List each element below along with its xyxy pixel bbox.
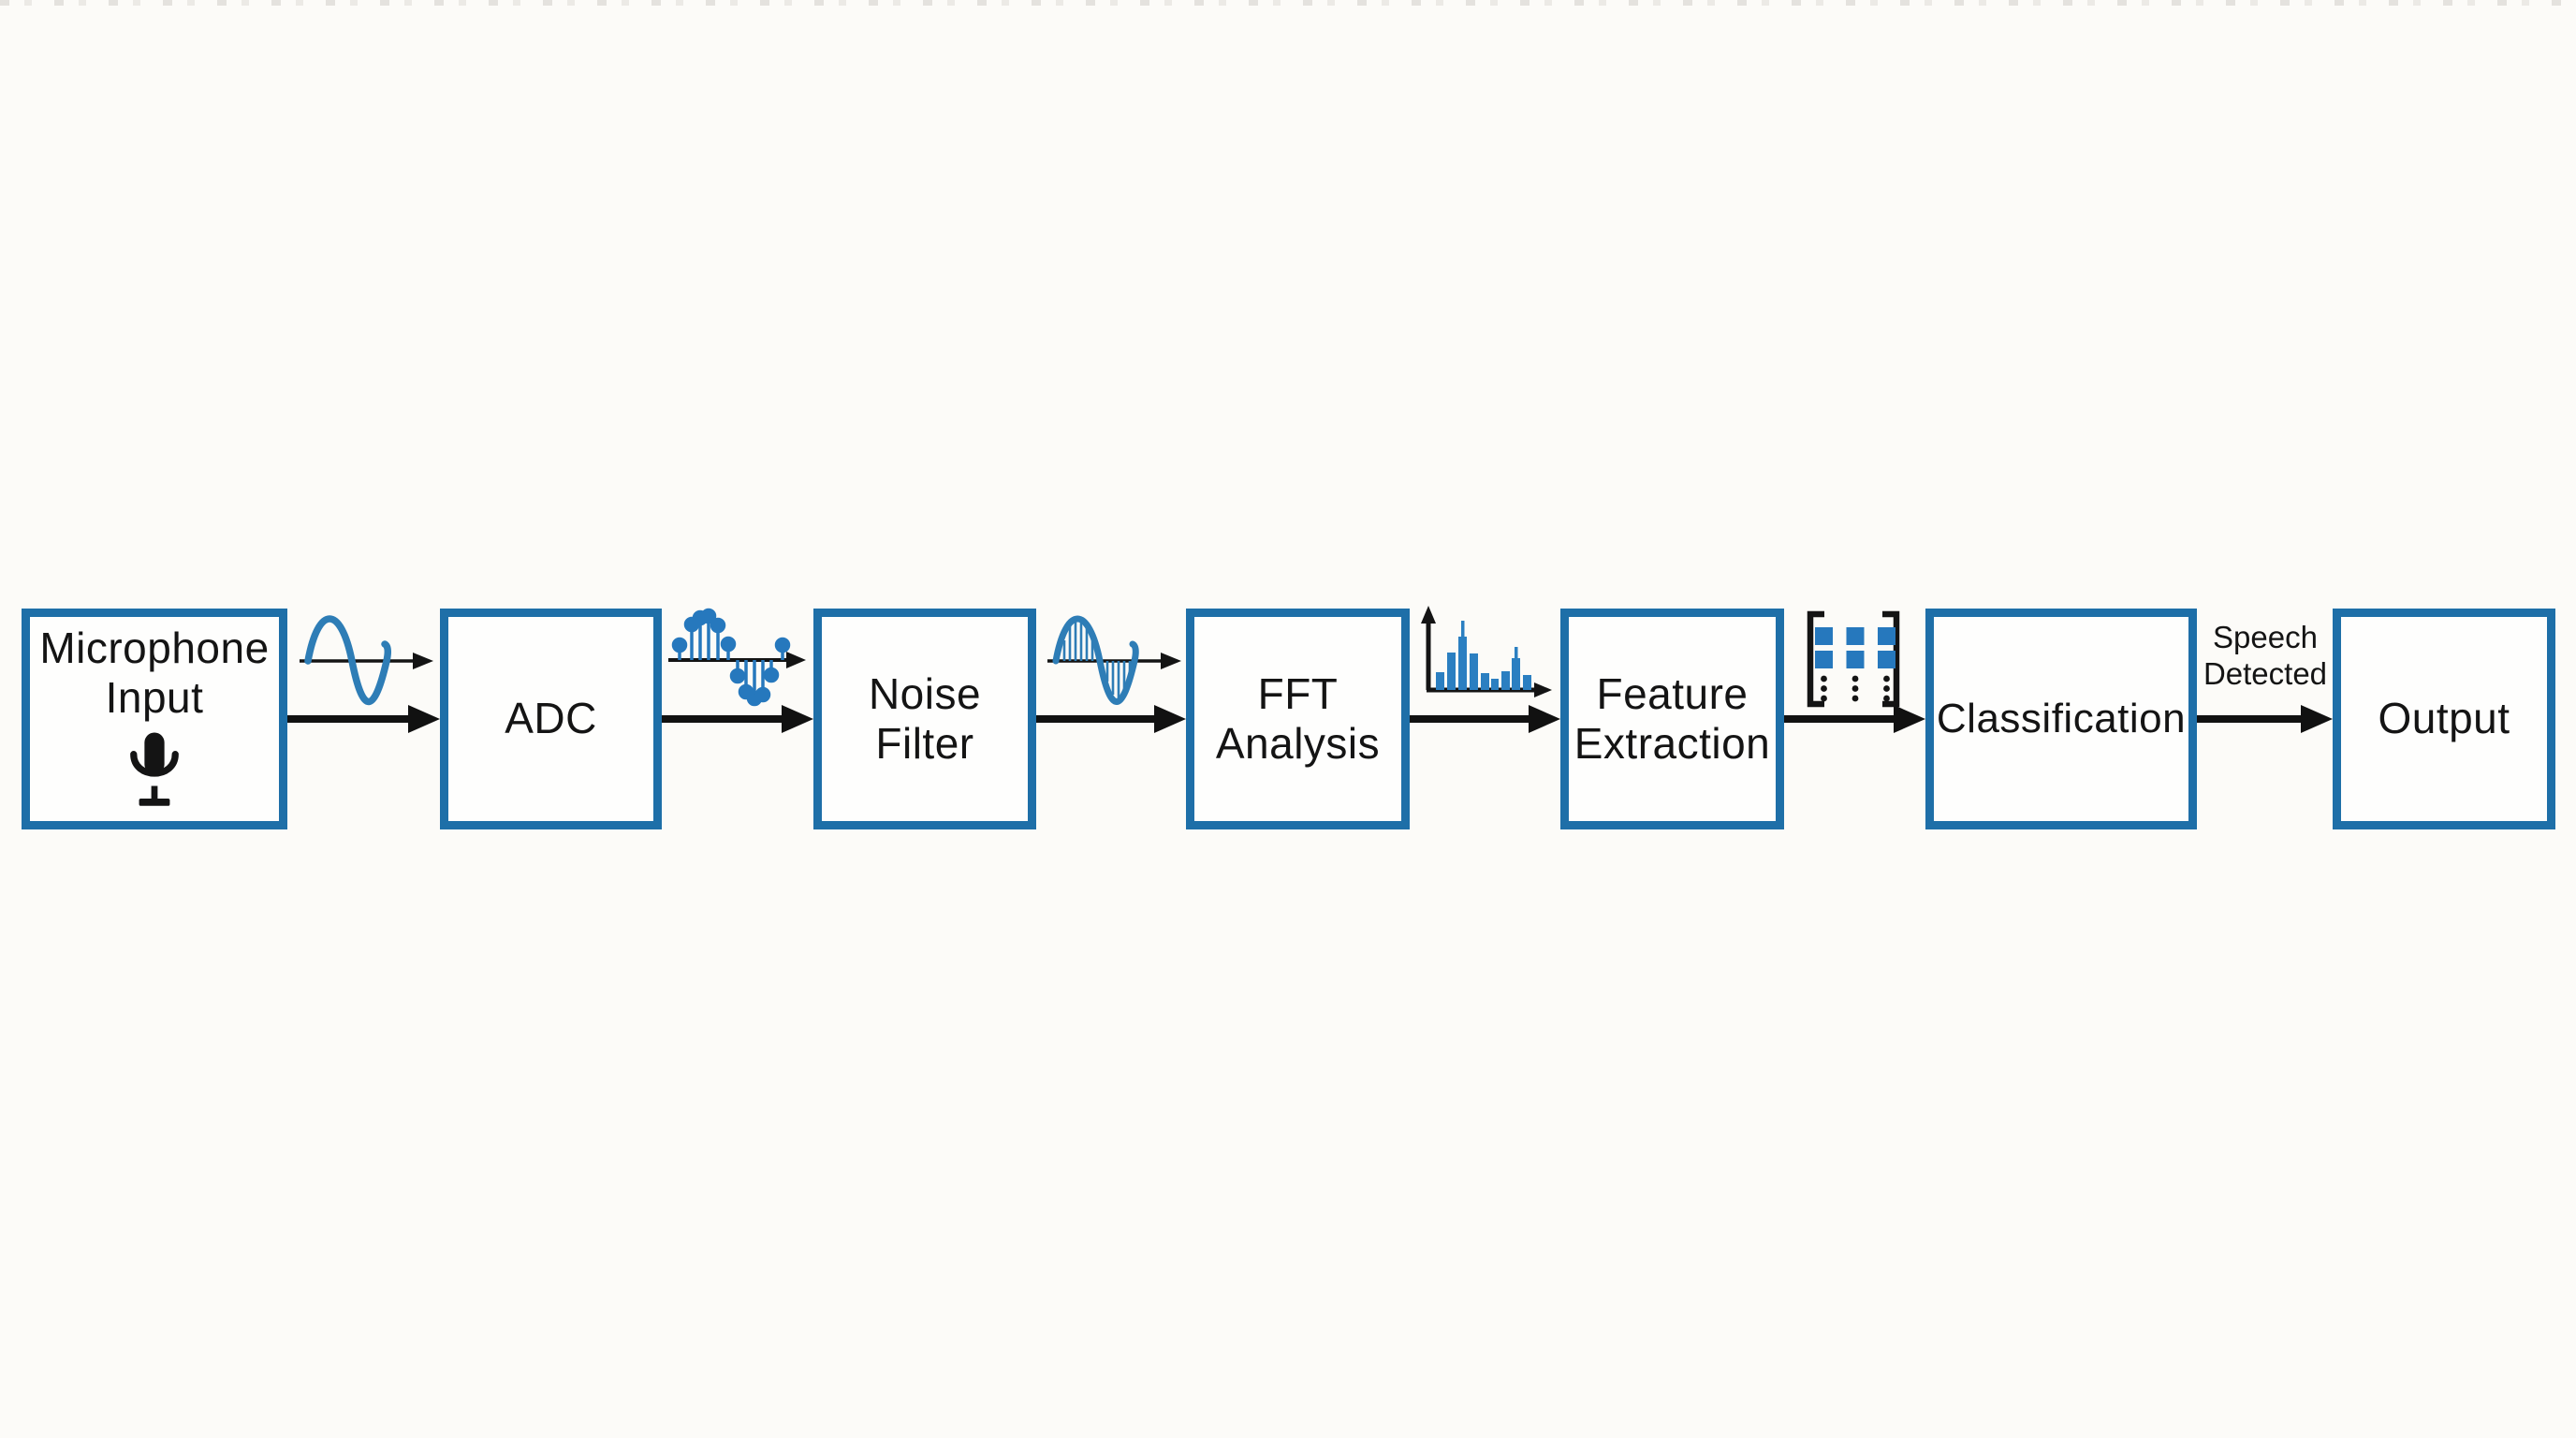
top-edge-artifact — [0, 0, 2576, 6]
node-classification: Classification — [1925, 609, 2197, 829]
sampled-signal-icon — [668, 608, 806, 707]
spectrum-bars-icon — [1421, 606, 1552, 697]
node-label: Output — [2378, 694, 2510, 743]
flow-arrow-noisefilter-to-fft — [1036, 705, 1186, 733]
node-label: ADC — [505, 694, 597, 743]
node-label: Classification — [1936, 696, 2187, 742]
feature-matrix-icon — [1807, 610, 1900, 708]
node-output: Output — [2333, 609, 2555, 829]
flow-arrow-classification-to-output — [2197, 705, 2333, 733]
node-noise-filter: Noise Filter — [813, 609, 1036, 829]
node-label: Feature Extraction — [1573, 668, 1771, 768]
node-feature-extraction: Feature Extraction — [1560, 609, 1784, 829]
node-label: Noise Filter — [868, 668, 982, 768]
flow-arrow-mic-to-adc — [287, 705, 440, 733]
flow-arrow-adc-to-noisefilter — [662, 705, 813, 733]
microphone-icon — [130, 732, 179, 807]
node-microphone-input: Microphone Input — [22, 609, 287, 829]
node-fft-analysis: FFT Analysis — [1186, 609, 1410, 829]
node-label: FFT Analysis — [1215, 668, 1381, 768]
analog-waveform-icon — [300, 615, 433, 706]
flow-arrow-feature-to-classification — [1784, 705, 1925, 733]
speech-detected-label: Speech Detected — [2203, 620, 2328, 691]
node-label: Microphone Input — [39, 623, 270, 722]
filtered-waveform-icon — [1047, 615, 1181, 705]
flow-arrow-fft-to-feature — [1410, 705, 1560, 733]
node-adc: ADC — [440, 609, 662, 829]
